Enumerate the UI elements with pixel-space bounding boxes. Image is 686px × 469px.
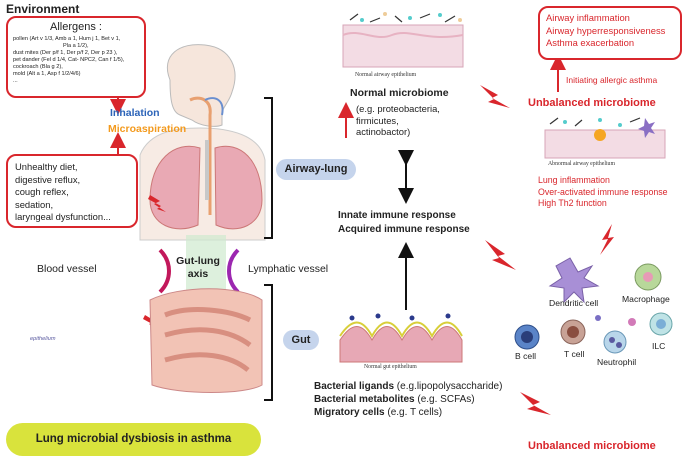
b-cell-label: B cell: [515, 351, 537, 361]
risk-factor: laryngeal dysfunction...: [15, 211, 111, 222]
risk-factors-list: Unhealthy diet, digestive reflux, cough …: [15, 161, 111, 224]
allergens-title: Allergens :: [50, 21, 102, 33]
lightning-icon: [143, 195, 166, 332]
unbalanced-microbiome-bottom: Unbalanced microbiome: [528, 440, 656, 452]
t-cell-label: T cell: [564, 349, 585, 359]
microaspiration-label: Microaspiration: [108, 123, 187, 135]
normal-microbiome-title: Normal microbiome: [350, 87, 449, 99]
abnormal-effects-list: Lung inflammation Over-activated immune …: [538, 175, 668, 208]
ilc-label: ILC: [652, 341, 666, 351]
lungs-illustration: [149, 140, 263, 230]
normal-microbiome-examples: (e.g. proteobacteria, firmicutes, actino…: [356, 103, 440, 137]
normal-gut-label: Normal gut epithelium: [364, 364, 417, 370]
normal-airway-epithelium: [342, 12, 464, 68]
allergens-box: Allergens : pollen (Art v 1/3, Amb a 1, …: [6, 16, 146, 98]
initiating-label: Initiating allergic asthma: [566, 75, 658, 85]
lightning-icon: [480, 85, 510, 108]
gut-signal: Bacterial metabolites (e.g. SCFAs): [314, 394, 475, 405]
allergen-line: ...: [13, 78, 18, 84]
lightning-icon: [600, 224, 614, 255]
normal-gut-epithelium: [339, 313, 463, 363]
gut-signal: Migratory cells (e.g. T cells): [314, 407, 443, 418]
gut-lung-axis-label: Gut-lung axis: [176, 255, 220, 280]
lymphatic-vessel-label: Lymphatic vessel: [248, 263, 329, 275]
abnormal-airway-epithelium: [544, 117, 666, 159]
dendritic-cell-label: Dendritic cell: [549, 298, 599, 308]
allergen-line: dust mites (Der p/f 1, Der p/f 2, Der p …: [13, 50, 118, 56]
risk-factors-box: Unhealthy diet, digestive reflux, cough …: [6, 154, 138, 228]
risk-factor: Unhealthy diet,: [15, 161, 78, 172]
risk-factor: sedation,: [15, 198, 54, 210]
macrophage-label: Macrophage: [622, 294, 670, 304]
gut-signal: Bacterial ligands (e.g.lipopolysaccharid…: [314, 381, 503, 392]
blood-vessel-label: Blood vessel: [37, 263, 97, 275]
immune-response-labels: Innate immune response Acquired immune r…: [338, 210, 470, 235]
intestine-illustration: [149, 288, 263, 393]
epithelium-label: epithelium: [30, 336, 56, 342]
allergen-line: Pla a 1/2),: [63, 43, 89, 49]
gut-pill: Gut: [283, 330, 319, 350]
asthma-outcomes-list: Airway inflammation Airway hyperresponsi…: [546, 12, 666, 48]
footer-title: Lung microbial dysbiosis in asthma: [6, 423, 261, 456]
unbalanced-microbiome-top: Unbalanced microbiome: [528, 97, 656, 109]
allergens-list: pollen (Art v 1/3, Amb a 1, Hum j 1, Bet…: [13, 36, 141, 85]
allergen-line: pollen (Art v 1/3, Amb a 1, Hum j 1, Bet…: [13, 36, 121, 42]
asthma-outcomes-box: Airway inflammation Airway hyperresponsi…: [538, 6, 682, 60]
airway-bracket: [264, 97, 273, 239]
gut-signals-list: Bacterial ligands (e.g.lipopolysaccharid…: [314, 380, 502, 419]
airway-lung-pill: Airway-lung: [276, 159, 356, 180]
normal-airway-label: Normal airway epithelium: [355, 72, 417, 78]
lightning-icon: [485, 240, 516, 270]
inhalation-label: Inhalation: [110, 107, 160, 119]
lymphatic-vessel-shape: [227, 248, 240, 294]
risk-factor: cough reflex,: [15, 186, 69, 197]
neutrophil-label: Neutrophil: [597, 357, 637, 367]
abnormal-airway-label: Abnormal airway epithelium: [548, 161, 615, 167]
dendritic-cell-icon: [548, 257, 600, 304]
blood-vessel-shape: [158, 248, 171, 294]
lightning-icon: [520, 392, 551, 415]
gut-bracket: [264, 284, 273, 401]
allergen-line: mold (Alt a 1, Asp f 1/2/4/6): [13, 71, 81, 77]
allergen-line: pet dander (Fel d 1/4, Cat- NPC2, Can f …: [13, 57, 125, 63]
immune-cells: [514, 257, 673, 354]
neutrophil-icon: [603, 330, 627, 354]
allergen-line: cockroach (Bla g 2),: [13, 64, 63, 70]
environment-title: Environment: [6, 2, 80, 16]
risk-factor: digestive reflux,: [15, 173, 81, 185]
